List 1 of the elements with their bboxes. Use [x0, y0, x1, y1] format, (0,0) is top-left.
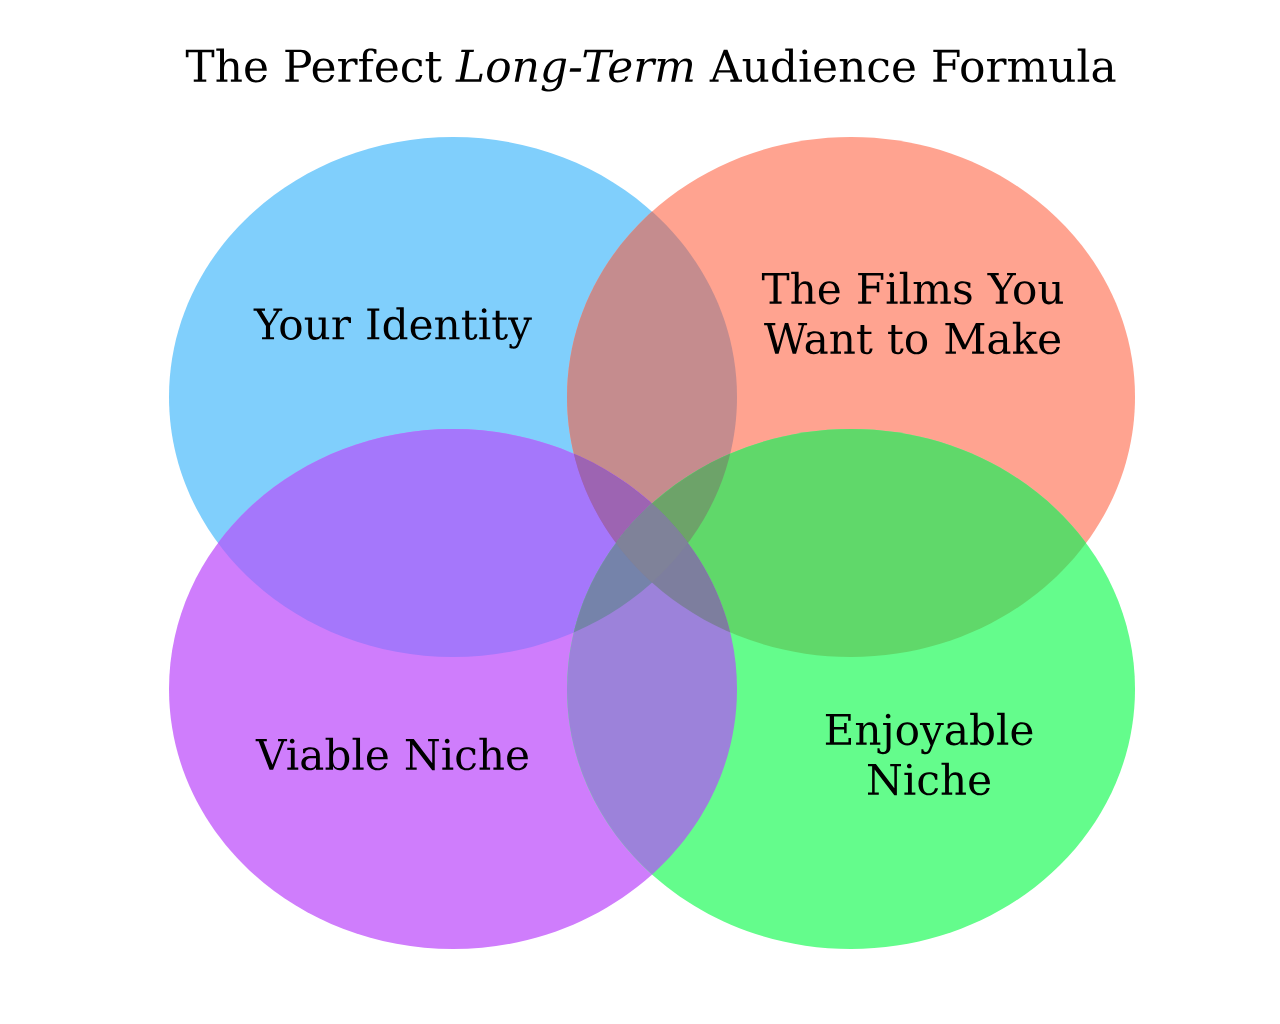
title: The Perfect Long-Term Audience Formula	[185, 48, 1116, 92]
